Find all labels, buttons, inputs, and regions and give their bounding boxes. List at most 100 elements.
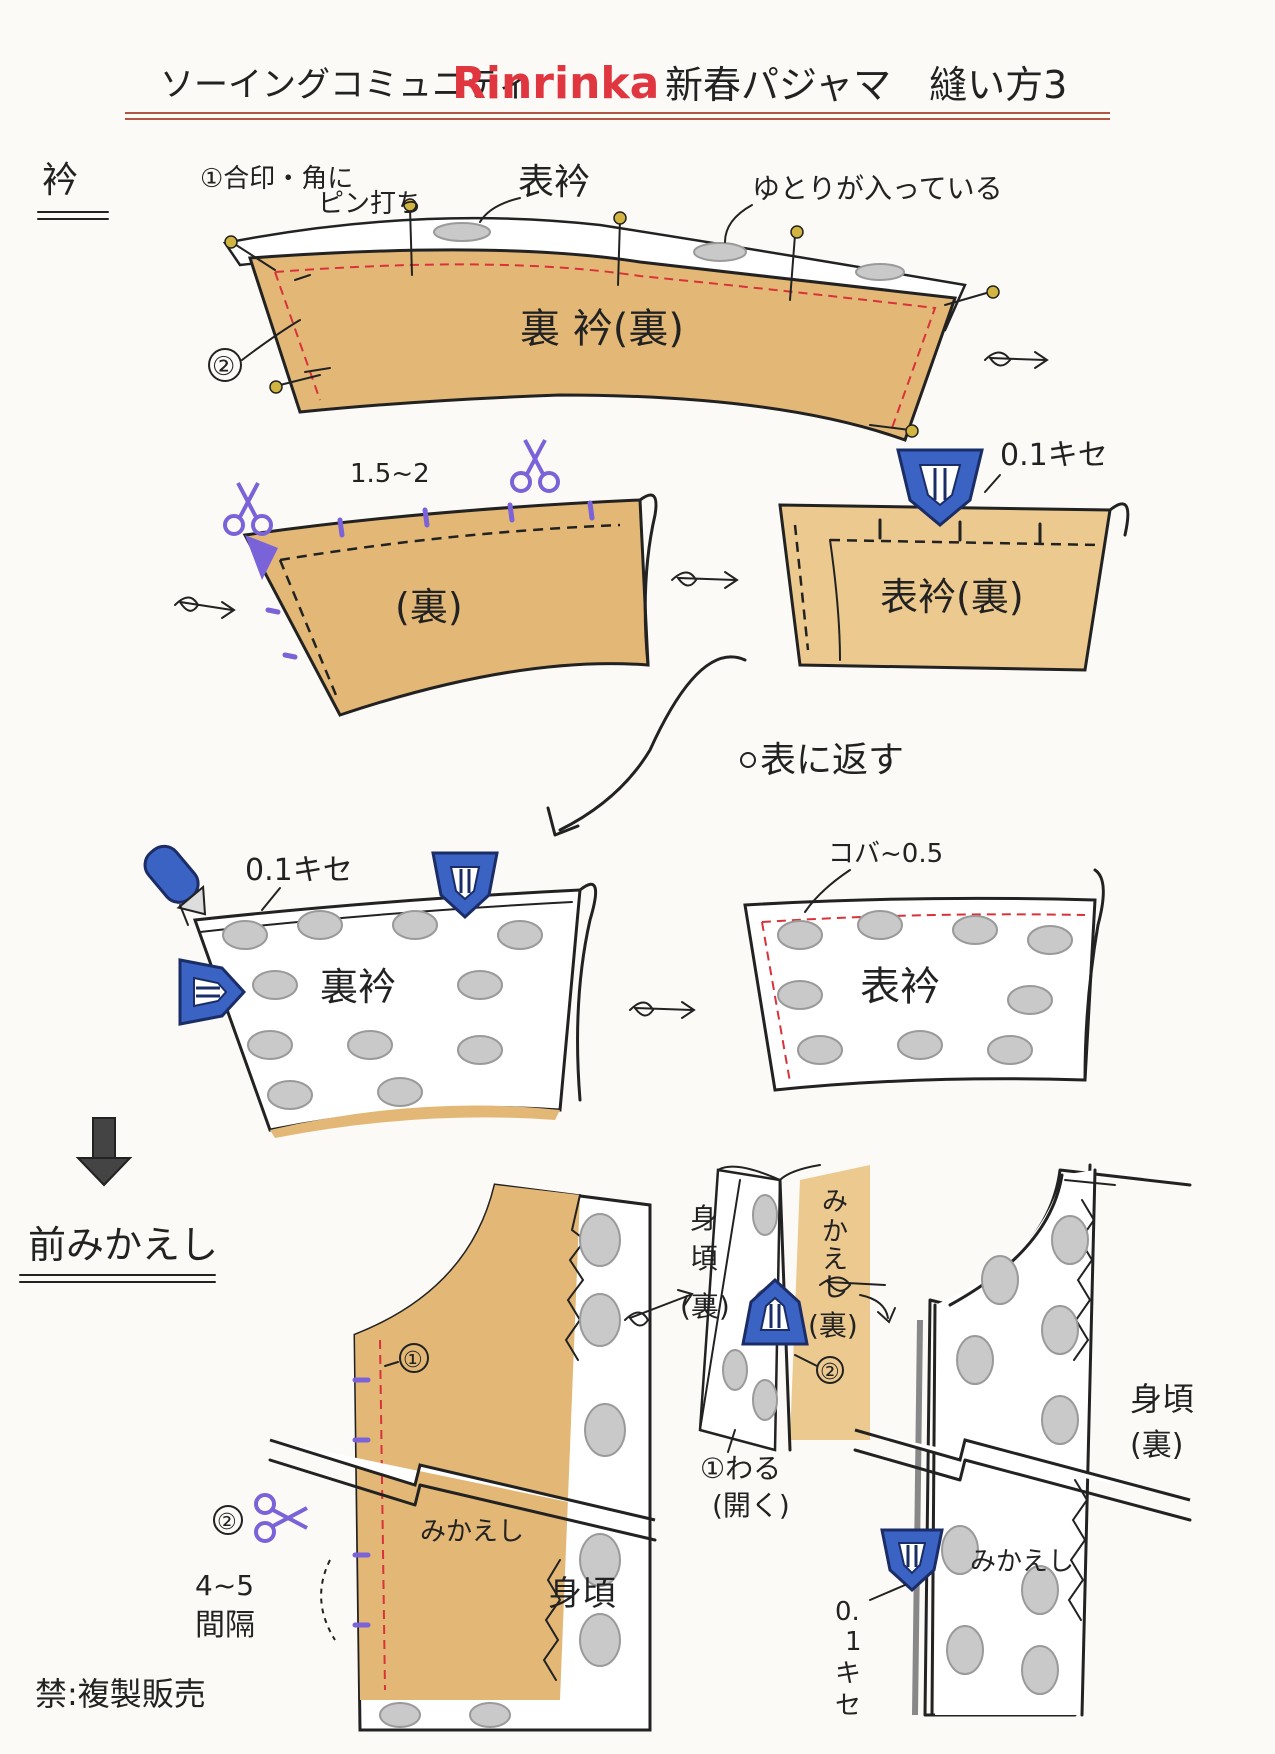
polka-dot [722,1349,748,1391]
section-collar-label: 衿 [42,160,78,201]
body-seam-allowance [698,1168,782,1452]
stitch-line-red [379,1339,386,1691]
leader-line [261,887,281,911]
scissors-icon [510,439,560,493]
outer-collar-label: 表衿 [518,162,590,203]
clip-mark [282,652,298,660]
next-step-arrow-icon [984,351,1046,367]
polka-dot [1021,1645,1059,1695]
seam-allowance-label: 1.5~2 [350,459,430,489]
next-step-arrow-icon [629,1001,693,1017]
iron-icon [741,1277,809,1346]
leader-line [727,1429,736,1453]
collar-fold-edge [576,882,598,1102]
press-char-3: キ [835,1659,861,1689]
leader-line [724,204,753,243]
arrow-head-icon [677,1289,694,1307]
polka-dot [952,915,998,945]
clip-mark [265,607,281,615]
facing-label: みかえし [420,1517,524,1547]
body-wrong-char-2: 頃 [690,1242,718,1275]
press-char-4: セ [835,1691,861,1721]
clip-mark [422,507,430,528]
collar-step-2: 1.5~2 (裏) [174,439,739,717]
polka-dot [1007,985,1053,1015]
pin-note-line2: ピン打ち [318,189,422,219]
collar-step-1: ①合印・角に ピン打ち 表衿 ゆとりが入っている 裏 衿(裏) ② [200,162,1049,442]
top-edge [717,1164,821,1182]
polka-dot [693,242,747,262]
polka-dot [752,1194,778,1236]
top-zigzag [1064,1179,1116,1186]
polka-dot [584,1403,626,1457]
iron-icon [431,851,499,920]
polka-dot [247,1030,293,1060]
outer-collar-label: 表衿 [860,964,940,1010]
polka-dot [946,1625,984,1675]
collar-step-4: 0.1キセ 裏衿 [143,844,696,1138]
turn-out-label: 表に返す [760,740,904,781]
polka-dot [433,222,491,242]
pin-head-icon [790,225,804,239]
polka-dot [222,920,268,950]
polka-dot [457,970,503,1000]
turn-out-arrow-icon [558,655,747,832]
polka-dot [379,1702,421,1728]
facing-wrong-char-5: (裏) [808,1309,858,1342]
chalk-pen-icon [143,844,207,916]
pin-note-line1: ①合印・角に [200,164,353,194]
leader-line [984,474,1001,493]
incoming-arrow-icon [624,1294,691,1327]
stitch-line-red-left [274,271,321,401]
body-label: 身頃 [548,1574,616,1614]
outer-collar-wrong-side [778,503,1112,672]
press-char-2: 1 [845,1627,862,1657]
facing-step-3: 身頃 (裏) みかえし 0. 1 キ セ [819,1163,1194,1721]
arrow-head-icon [1034,351,1049,369]
body-wrong-line2: (裏) [1130,1428,1183,1463]
scissors-icon [223,482,273,536]
facing-wrong-char-3: え [822,1245,848,1275]
arrow-head-icon [877,1307,896,1324]
polka-dot [777,980,823,1010]
arrow-head-icon [221,601,236,619]
press-note: 0.1キセ [1000,438,1108,473]
step-marker-circle [213,1505,243,1535]
notch-mark [304,367,331,373]
facing-seam-allowance [790,1165,870,1440]
next-step-arrow-icon [671,571,736,587]
collar-fold-edge [638,493,658,667]
facing-edge [1080,1168,1097,1717]
polka-dot [941,1525,979,1575]
pressed-edge [829,539,841,661]
pin-group [224,198,1000,438]
arrow-head-icon [546,806,580,837]
split-open-line2: (開く) [712,1489,790,1522]
under-collar-edge-strip [270,1105,560,1138]
interval-line1: 4~5 [195,1569,254,1602]
polka-dot [347,1030,393,1060]
marker-2: ② [217,1510,237,1535]
section-heading-collar: 衿 [37,160,109,220]
polka-dot [579,1293,621,1347]
break-line-top [854,1428,1191,1502]
step-marker-circle [208,348,242,382]
iron-icon [880,1528,944,1593]
pin-head-icon [986,285,1000,299]
polka-dot [1027,925,1073,955]
next-step-arrow-icon [859,1294,889,1319]
collar-fold-edge [1108,502,1130,537]
zigzag-edge [564,1194,587,1361]
polka-dot [797,1035,843,1065]
polka-dot [1041,1305,1079,1355]
wrong-side-label: (裏) [395,585,463,629]
under-collar-label: 裏衿 [320,965,396,1009]
seam-line [699,1179,741,1431]
step2-marker: ② [212,352,235,382]
clip-mark [587,500,595,521]
polka-dot [457,1035,503,1065]
polka-dot [469,1702,511,1728]
ease-note: ゆとりが入っている [752,172,1003,205]
facing-wrong-char-1: み [822,1187,848,1217]
marker-1: ① [403,1348,423,1373]
